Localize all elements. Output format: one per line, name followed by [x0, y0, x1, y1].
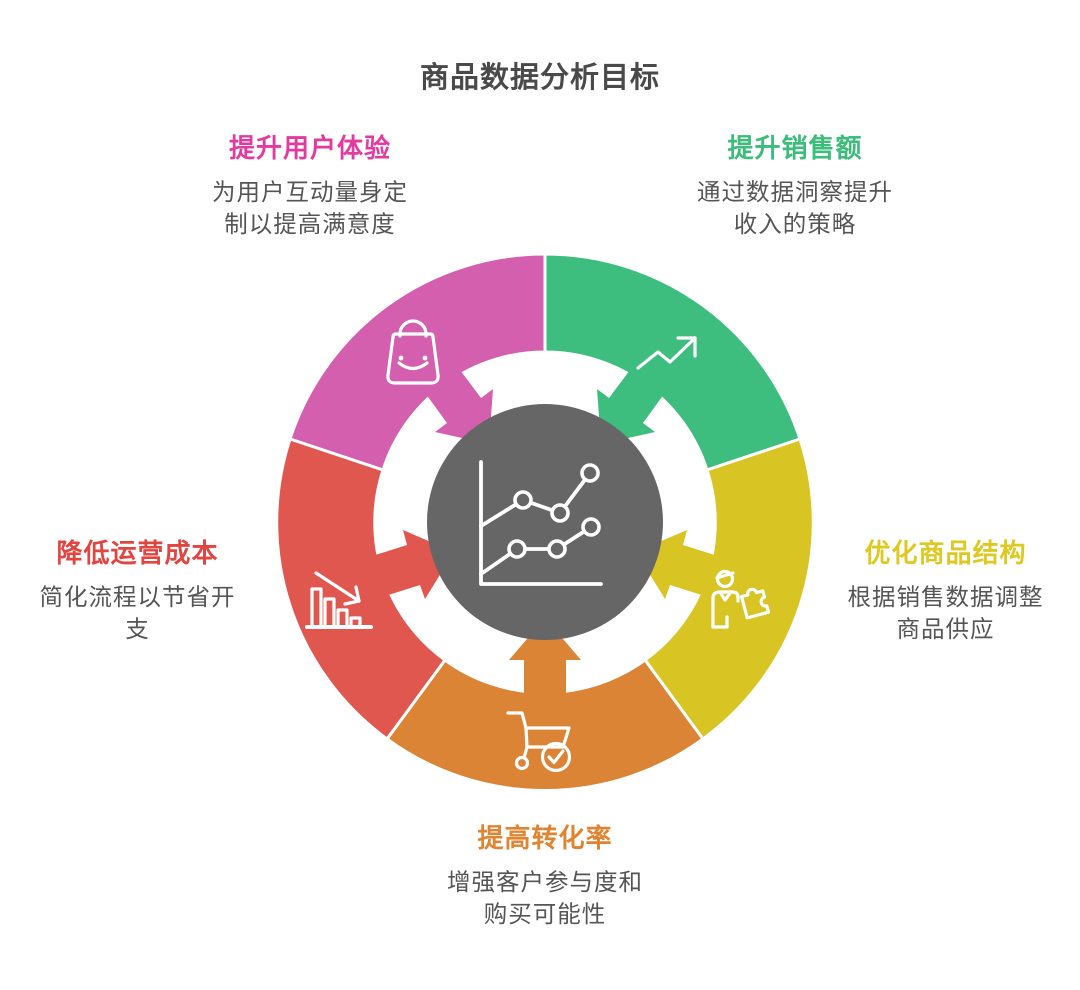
label-block-sales-growth: 提升销售额 通过数据洞察提升 收入的策略 — [640, 133, 950, 241]
segment-heading: 提升销售额 — [727, 133, 863, 163]
shopping-bag-smile-icon — [386, 319, 440, 385]
segment-arc-sales-growth — [543, 252, 802, 472]
label-block-conversion-rate: 提高转化率 增强客户参与度和 购买可能性 — [390, 823, 700, 931]
segment-arc-operating-cost — [275, 437, 448, 742]
segment-arc-conversion-rate — [384, 657, 706, 792]
line-chart-icon — [479, 460, 603, 586]
segment-arc-user-experience — [288, 252, 547, 472]
segment-arc-product-structure — [642, 437, 815, 742]
center-circle — [427, 404, 663, 640]
arrow-tab-user-experience — [423, 366, 493, 444]
label-block-operating-cost: 降低运营成本 简化流程以节省开 支 — [10, 538, 265, 646]
donut-ring — [275, 252, 815, 792]
arrow-tab-sales-growth — [597, 366, 667, 444]
page-title: 商品数据分析目标 — [419, 62, 660, 94]
arrow-tab-conversion-rate — [509, 618, 581, 700]
cart-check-icon — [506, 711, 572, 773]
declining-bars-icon — [305, 571, 373, 629]
segment-description: 通过数据洞察提升 收入的策略 — [697, 178, 893, 238]
segment-description: 根据销售数据调整 商品供应 — [847, 583, 1044, 643]
trend-up-arrow-icon — [636, 336, 697, 370]
label-block-user-experience: 提升用户体验 为用户互动量身定 制以提高满意度 — [155, 133, 465, 241]
segment-heading: 提升用户体验 — [228, 133, 391, 163]
segment-description: 为用户互动量身定 制以提高满意度 — [212, 178, 408, 238]
segment-heading: 优化商品结构 — [864, 538, 1027, 568]
segment-heading: 降低运营成本 — [56, 538, 219, 568]
label-block-product-structure: 优化商品结构 根据销售数据调整 商品供应 — [818, 538, 1073, 646]
segment-description: 增强客户参与度和 购买可能性 — [447, 868, 643, 928]
segment-heading: 提高转化率 — [477, 823, 613, 853]
person-puzzle-icon — [711, 569, 771, 629]
segment-description: 简化流程以节省开 支 — [39, 583, 236, 643]
